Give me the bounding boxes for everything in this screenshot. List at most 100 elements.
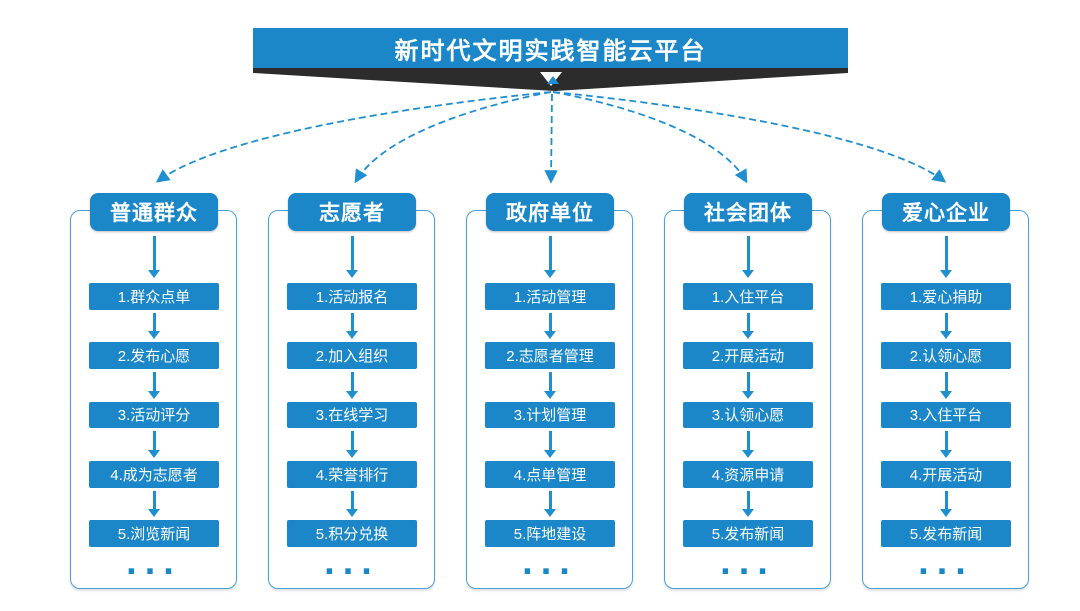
arrow-head — [742, 269, 754, 278]
down-arrow-icon — [544, 428, 556, 461]
ellipsis-dots: ... — [918, 540, 974, 583]
step-box: 4.成为志愿者 — [89, 460, 219, 488]
arrow-head — [346, 509, 358, 518]
step-box: 2.发布心愿 — [89, 342, 219, 369]
step-label: 2.发布心愿 — [117, 348, 191, 366]
arrow-head — [346, 449, 358, 458]
platform-title-banner: 新时代文明实践智能云平台 — [253, 28, 848, 68]
platform-title: 新时代文明实践智能云平台 — [394, 37, 707, 65]
step-label: 2.志愿者管理 — [506, 348, 594, 366]
arrow-stem — [548, 490, 552, 510]
column-charity-enterprises: 爱心企业 1.爱心捐助 2.认领心愿 3.入住平台 4.开展活动 5.发布新闻 … — [862, 193, 1030, 593]
step-box: 5.浏览新闻 — [89, 520, 219, 547]
arrow-head — [148, 390, 160, 399]
column-header: 社会团体 — [684, 193, 812, 232]
down-arrow-icon — [148, 369, 160, 402]
ellipsis-dots: ... — [126, 540, 182, 583]
arrow-head — [544, 390, 556, 399]
step-label: 4.荣誉排行 — [315, 466, 389, 484]
step-label: 4.资源申请 — [711, 466, 785, 484]
arrow-head — [544, 449, 556, 458]
step-box: 5.阵地建设 — [485, 520, 615, 547]
step-box: 1.活动管理 — [485, 282, 615, 310]
step-box: 2.志愿者管理 — [485, 342, 615, 369]
down-arrow-icon — [742, 488, 754, 521]
arrow-stem — [152, 371, 156, 391]
arrow-head — [940, 509, 952, 518]
arrow-head — [742, 390, 754, 399]
step-box: 1.入住平台 — [683, 282, 813, 310]
arrow-stem — [746, 312, 750, 332]
step-label: 4.开展活动 — [909, 466, 983, 484]
connector-to-col1 — [155, 91, 552, 183]
arrow-head — [346, 390, 358, 399]
arrow-head — [148, 269, 160, 278]
step-label: 3.在线学习 — [315, 407, 389, 425]
down-arrow-icon — [148, 231, 160, 283]
down-arrow-icon — [148, 488, 160, 521]
banner-pointer-wedge — [253, 68, 848, 91]
column-title: 爱心企业 — [902, 202, 990, 226]
arrow-stem — [746, 431, 750, 450]
down-arrow-icon — [940, 369, 952, 402]
step-box: 4.开展活动 — [881, 460, 1011, 488]
step-box: 2.开展活动 — [683, 342, 813, 369]
step-label: 3.入住平台 — [909, 407, 983, 425]
arrow-stem — [350, 312, 354, 332]
arrow-stem — [746, 371, 750, 391]
column-title: 社会团体 — [704, 202, 792, 226]
arrow-head — [742, 509, 754, 518]
arrow-head — [742, 449, 754, 458]
step-box: 4.点单管理 — [485, 460, 615, 488]
column-social-groups: 社会团体 1.入住平台 2.开展活动 3.认领心愿 4.资源申请 5.发布新闻 … — [664, 193, 832, 593]
arrow-stem — [152, 431, 156, 450]
arrow-head — [346, 269, 358, 278]
step-box: 4.资源申请 — [683, 460, 813, 488]
step-box: 3.在线学习 — [287, 401, 417, 429]
down-arrow-icon — [940, 310, 952, 343]
step-box: 3.入住平台 — [881, 401, 1011, 429]
down-arrow-icon — [940, 428, 952, 461]
down-arrow-icon — [940, 231, 952, 283]
down-arrow-icon — [544, 369, 556, 402]
connector-to-col4 — [552, 91, 748, 184]
down-arrow-icon — [544, 310, 556, 343]
down-arrow-icon — [346, 231, 358, 283]
step-box: 5.发布新闻 — [881, 520, 1011, 547]
step-label: 3.认领心愿 — [711, 407, 785, 425]
down-arrow-icon — [742, 231, 754, 283]
step-box: 5.发布新闻 — [683, 520, 813, 547]
step-box: 1.活动报名 — [287, 282, 417, 310]
step-label: 1.群众点单 — [117, 288, 191, 306]
arrow-head — [148, 509, 160, 518]
arrow-stem — [548, 431, 552, 450]
arrow-head — [940, 449, 952, 458]
column-header: 政府单位 — [486, 193, 614, 232]
arrow-stem — [746, 490, 750, 510]
ellipsis: ... — [720, 543, 776, 593]
arrow-stem — [350, 490, 354, 510]
arrow-stem — [944, 236, 948, 270]
arrow-head — [544, 509, 556, 518]
ellipsis: ... — [918, 540, 974, 593]
arrow-stem — [944, 371, 948, 391]
step-box: 1.群众点单 — [89, 282, 219, 310]
arrow-head — [940, 269, 952, 278]
step-label: 5.积分兑换 — [315, 526, 389, 544]
ellipsis: ... — [126, 540, 182, 593]
step-label: 5.发布新闻 — [909, 526, 983, 544]
column-header: 爱心企业 — [882, 193, 1010, 232]
arrow-head — [544, 269, 556, 278]
down-arrow-icon — [742, 428, 754, 461]
step-box: 2.加入组织 — [287, 342, 417, 369]
column-header: 普通群众 — [90, 193, 218, 232]
column-title: 政府单位 — [506, 202, 594, 226]
step-label: 2.认领心愿 — [909, 348, 983, 366]
arrow-stem — [152, 236, 156, 270]
down-arrow-icon — [346, 488, 358, 521]
arrow-head — [544, 331, 556, 340]
ellipsis: ... — [522, 543, 578, 593]
step-box: 3.认领心愿 — [683, 401, 813, 429]
step-label: 4.成为志愿者 — [110, 466, 198, 484]
